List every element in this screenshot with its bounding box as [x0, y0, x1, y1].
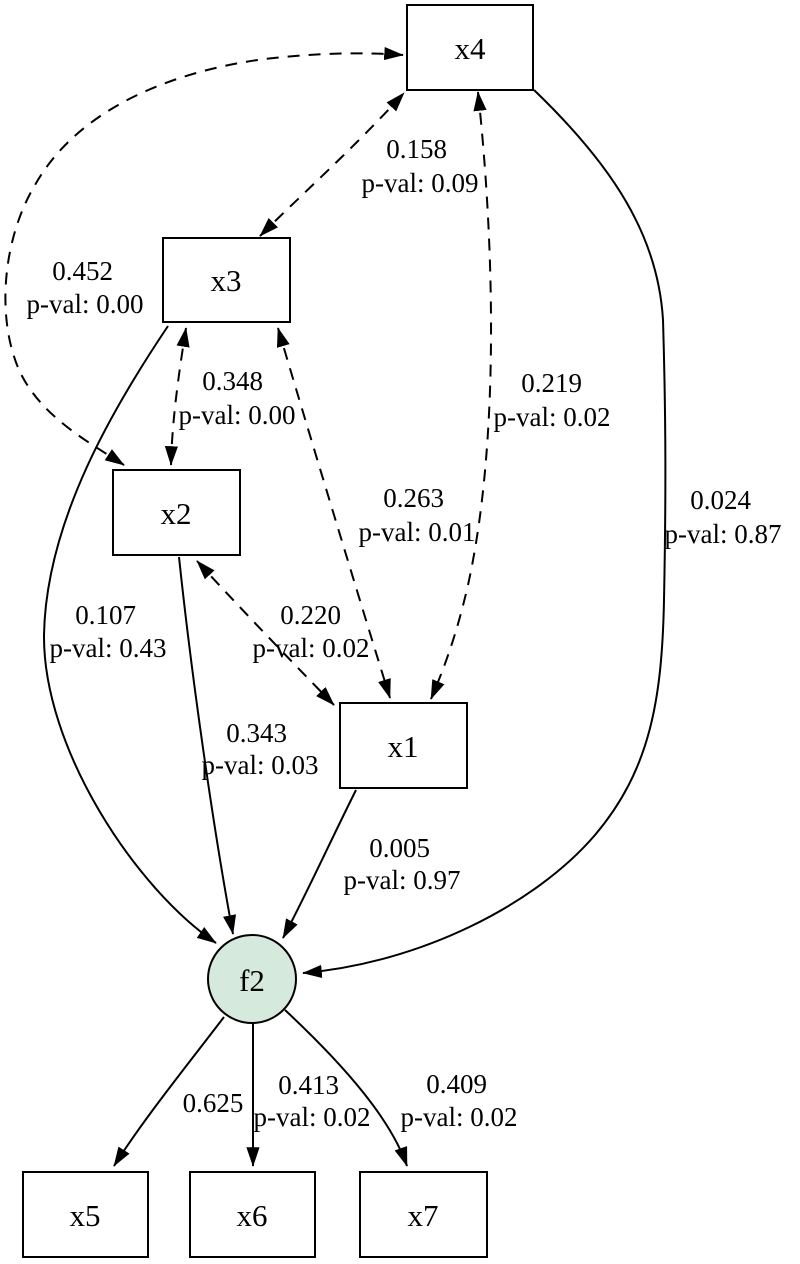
node-x6-label: x6 — [237, 1198, 268, 1233]
node-x7-label: x7 — [408, 1198, 439, 1233]
node-x3: x3 — [162, 237, 291, 323]
node-x4-label: x4 — [455, 31, 487, 66]
edge-x1-x4 — [430, 91, 493, 700]
edge-label-x3-x1: 0.263 p-val: 0.01 — [359, 483, 476, 547]
node-x3-label: x3 — [211, 263, 242, 298]
node-x4-box — [406, 4, 534, 91]
edge-x3-f2 — [42, 325, 217, 944]
node-x1: x1 — [339, 702, 468, 789]
edge-labels: 0.158 p-val: 0.09 0.452 p-val: 0.00 0.34… — [27, 134, 782, 1132]
edge-label-f2-x6: 0.413 p-val: 0.02 — [254, 1070, 371, 1132]
node-x2-box — [112, 469, 241, 556]
edge-x2-x1 — [196, 560, 335, 706]
edge-label-x2-f2: 0.343 p-val: 0.03 — [202, 718, 319, 780]
edge-x2-f2 — [178, 556, 237, 935]
node-x3-box — [162, 237, 291, 323]
edge-label-x3-x4: 0.158 p-val: 0.09 — [362, 134, 479, 198]
edge-label-x1-f2: 0.005 p-val: 0.97 — [344, 833, 461, 895]
node-x5: x5 — [22, 1171, 149, 1258]
edge-label-x2-x4: 0.452 p-val: 0.00 — [27, 256, 144, 319]
edge-x2-x3 — [164, 327, 190, 466]
node-x2: x2 — [112, 469, 241, 556]
edge-x3-x1 — [276, 327, 391, 699]
node-x2-label: x2 — [161, 496, 192, 531]
node-f2-label: f2 — [239, 963, 265, 998]
edge-x2-x4 — [4, 46, 404, 466]
edge-label-f2-x7: 0.409 p-val: 0.02 — [401, 1069, 518, 1132]
edge-f2-x5 — [113, 1016, 225, 1167]
edge-x3-x4 — [259, 92, 405, 237]
edge-label-x1-x4: 0.219 p-val: 0.02 — [494, 368, 611, 432]
edge-label-x2-x3: 0.348 p-val: 0.00 — [179, 366, 296, 430]
node-f2: f2 — [207, 934, 297, 1024]
edge-f2-x7 — [284, 1009, 408, 1167]
nodes: x4 x3 x2 x1 f2 x5 x6 x7 — [22, 4, 534, 1258]
node-x7-box — [359, 1171, 488, 1258]
node-x6-box — [189, 1171, 316, 1258]
edge-label-x3-f2: 0.107 p-val: 0.43 — [50, 600, 167, 663]
edge-x4-f2 — [302, 89, 667, 978]
node-x4: x4 — [406, 4, 534, 91]
node-x1-box — [339, 702, 468, 789]
edge-label-f2-x5: 0.625 — [183, 1088, 244, 1118]
edges — [4, 46, 667, 1167]
node-x1-label: x1 — [388, 729, 419, 764]
node-f2-circle — [207, 934, 297, 1024]
edge-label-x4-f2: 0.024 p-val: 0.87 — [665, 485, 782, 549]
node-x6: x6 — [189, 1171, 316, 1258]
node-x5-label: x5 — [70, 1198, 101, 1233]
edge-x1-f2 — [282, 789, 357, 939]
node-x7: x7 — [359, 1171, 488, 1258]
edge-label-x2-x1: 0.220 p-val: 0.02 — [253, 600, 370, 663]
node-x5-box — [22, 1171, 149, 1258]
